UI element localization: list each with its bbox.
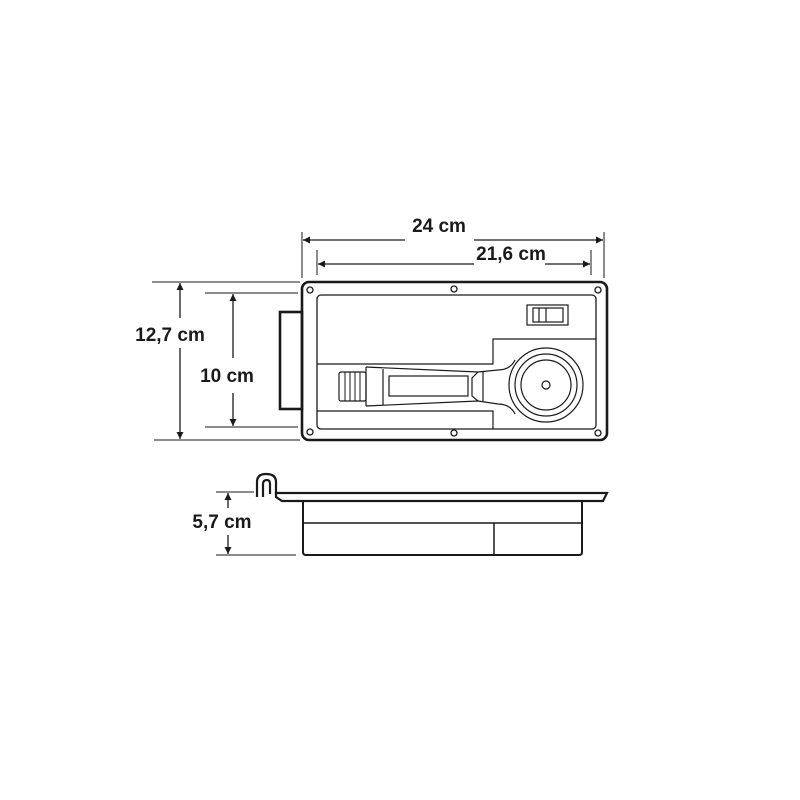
outer-flange [300, 280, 609, 442]
hook-icon [255, 472, 278, 497]
side-view-profile [255, 472, 609, 556]
dimension-outer-width: 24 cm [301, 216, 605, 278]
hose-compartment [317, 338, 596, 429]
outer-width-label: 24 cm [412, 216, 466, 237]
screw-hole-icon [594, 286, 602, 294]
dimension-inner-height: 10 cm [200, 292, 298, 428]
flange-profile [274, 491, 609, 503]
rear-housing [278, 310, 304, 411]
dimension-depth: 5,7 cm [192, 491, 296, 556]
depth-label: 5,7 cm [192, 512, 251, 533]
housing-body [302, 501, 583, 556]
top-view-panel [278, 280, 609, 442]
outer-height-label: 12,7 cm [135, 325, 205, 346]
screw-hole-icon [594, 429, 602, 437]
screw-hole-icon [306, 428, 314, 436]
screw-hole-icon [450, 429, 458, 437]
dimension-outer-height: 12,7 cm [135, 281, 300, 441]
screw-hole-icon [306, 286, 314, 294]
switch-icon [526, 304, 569, 326]
inner-width-label: 21,6 cm [476, 244, 546, 265]
screw-hole-icon [450, 285, 458, 293]
inner-height-label: 10 cm [200, 366, 254, 387]
screw-holes [306, 285, 602, 437]
dimension-inner-width: 21,6 cm [316, 244, 592, 275]
inner-recess [316, 294, 597, 430]
hose-nozzle-icon [338, 347, 584, 423]
